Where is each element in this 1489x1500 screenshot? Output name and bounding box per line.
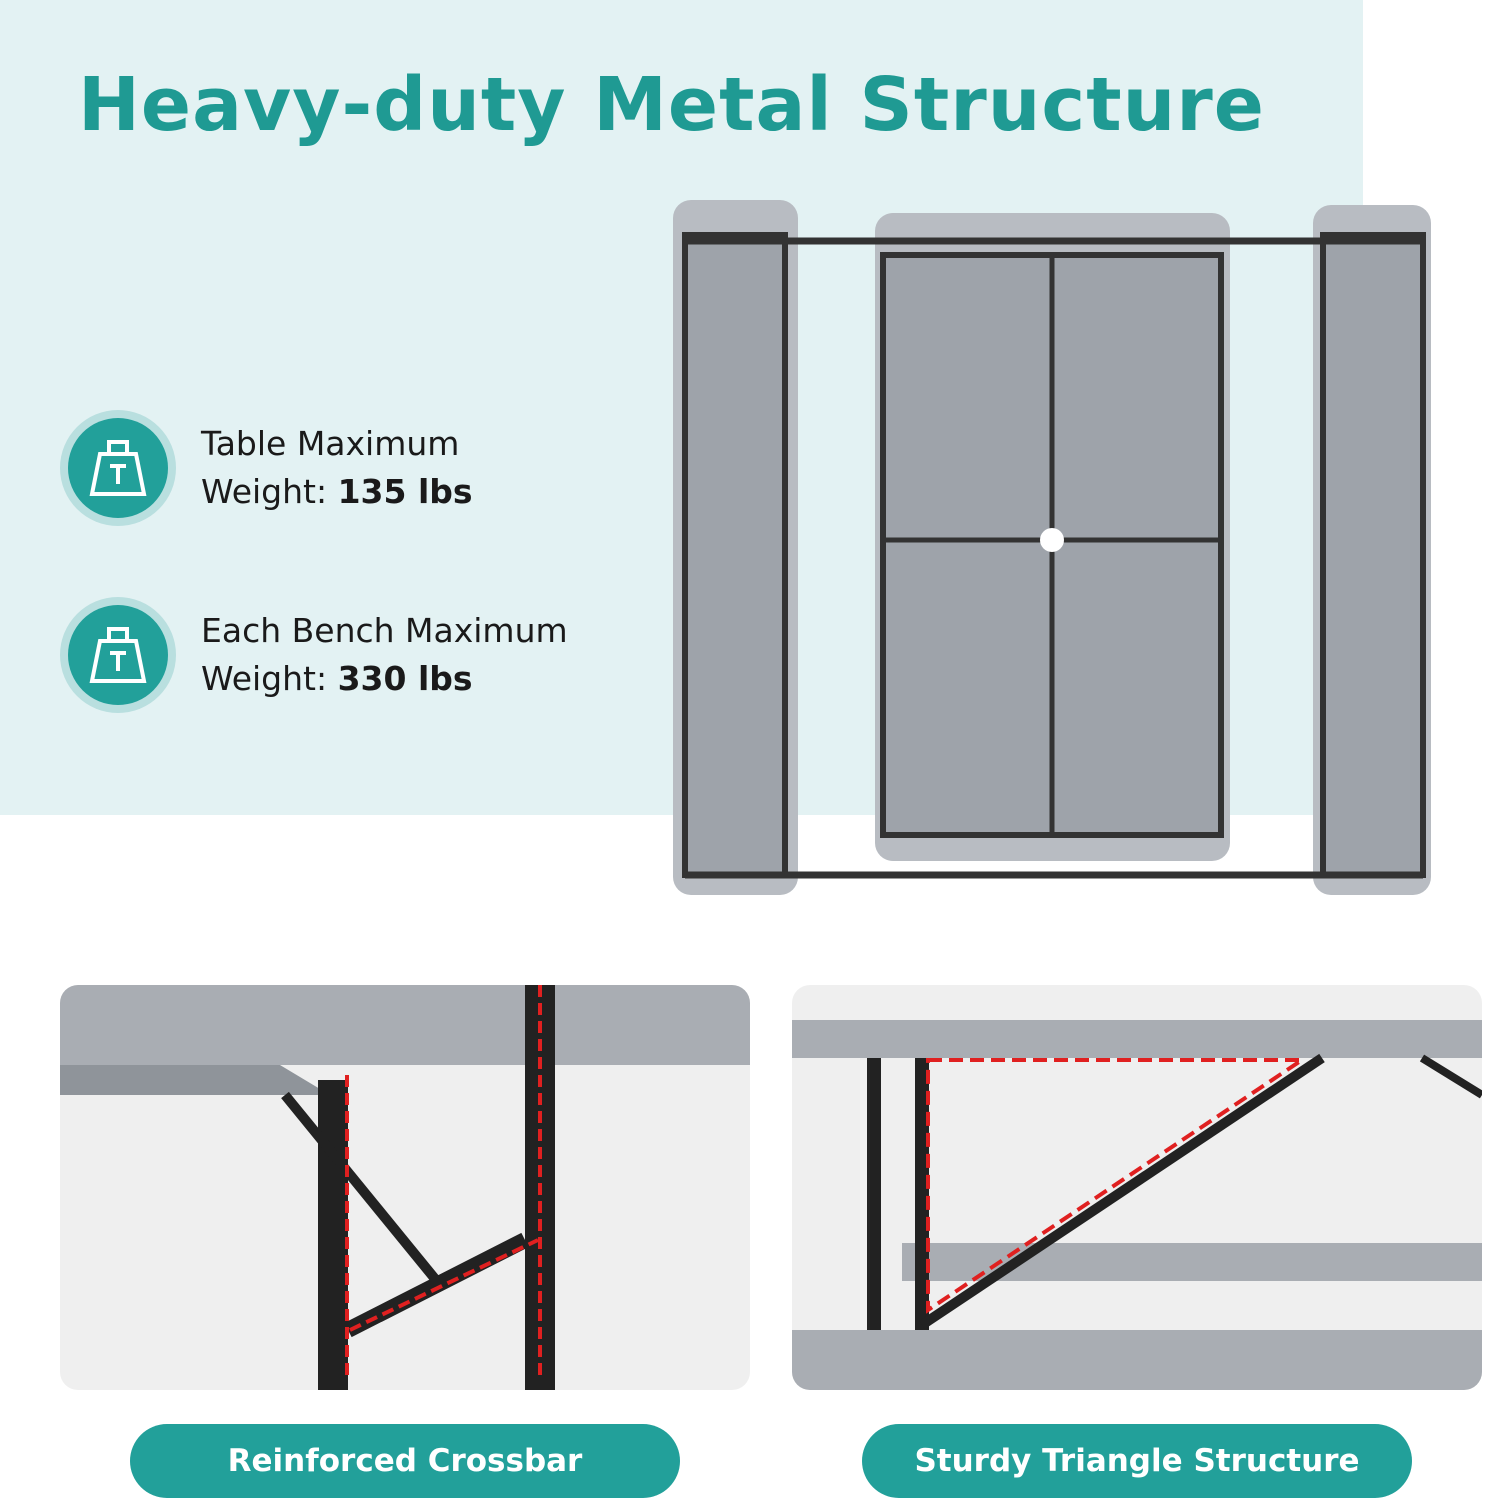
feature-label-crossbar: Reinforced Crossbar bbox=[130, 1424, 680, 1498]
crossbar-photo bbox=[60, 985, 750, 1390]
spec-value: 135 lbs bbox=[337, 472, 473, 511]
feature-label-triangle: Sturdy Triangle Structure bbox=[862, 1424, 1412, 1498]
triangle-photo bbox=[792, 985, 1482, 1390]
weight-icon bbox=[60, 410, 176, 526]
spec-value: 330 lbs bbox=[337, 659, 473, 698]
weight-icon bbox=[60, 597, 176, 713]
table-underside-image bbox=[673, 200, 1431, 895]
spec-label: Table Maximum bbox=[201, 424, 460, 463]
spec-label: Each Bench Maximum bbox=[201, 611, 568, 650]
page-title: Heavy-duty Metal Structure bbox=[78, 62, 1265, 148]
